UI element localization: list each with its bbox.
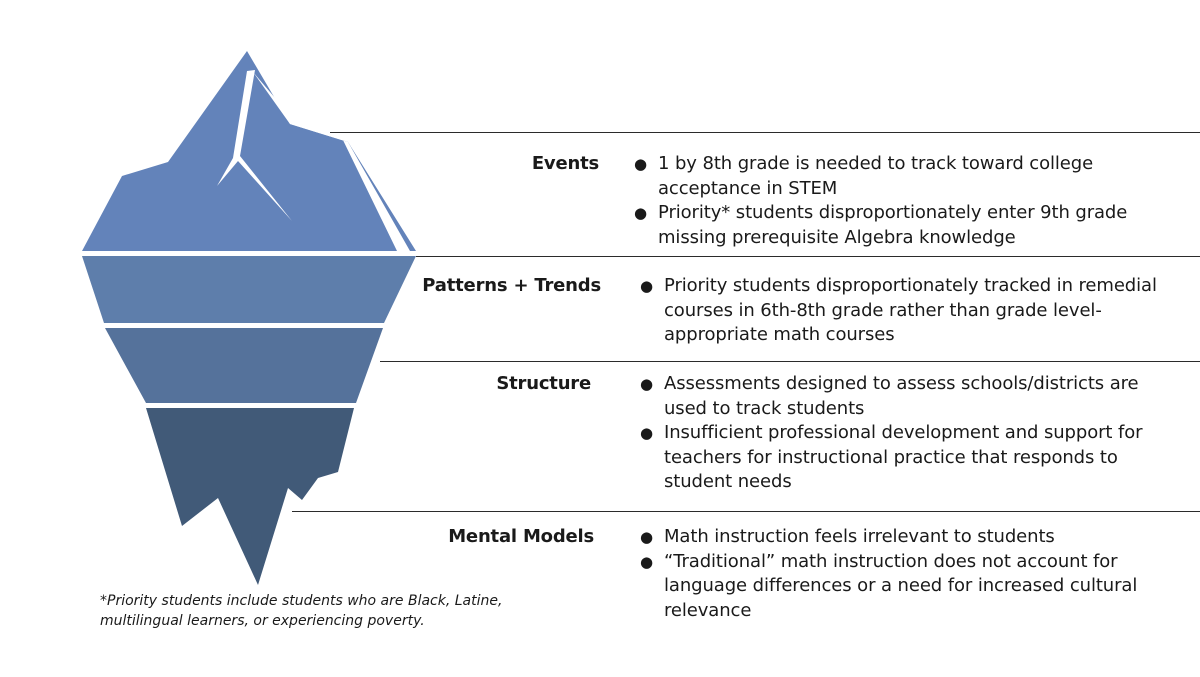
divider-patterns bbox=[416, 256, 1200, 257]
bullet-text: Insufficient professional development an… bbox=[664, 422, 1143, 492]
bullet-dot-icon: ● bbox=[634, 204, 647, 222]
list-item: ● Math instruction feels irrelevant to s… bbox=[640, 525, 1160, 550]
iceberg-diagram bbox=[82, 51, 416, 585]
level-label-structure: Structure bbox=[496, 373, 591, 394]
iceberg-band-structure bbox=[105, 328, 383, 403]
bullet-text: Assessments designed to assess schools/d… bbox=[664, 373, 1139, 419]
bullet-dot-icon: ● bbox=[640, 277, 653, 295]
list-item: ● “Traditional” math instruction does no… bbox=[640, 550, 1160, 624]
level-label-events: Events bbox=[531, 153, 599, 174]
iceberg-snow-ridge bbox=[253, 72, 410, 251]
list-item: ● Insufficient professional development … bbox=[640, 421, 1160, 495]
level-label-mental-models: Mental Models bbox=[448, 526, 594, 547]
bullet-list-mental-models: ● Math instruction feels irrelevant to s… bbox=[640, 525, 1160, 623]
list-item: ● Priority* students disproportionately … bbox=[634, 201, 1154, 250]
bullet-list-patterns-trends: ● Priority students disproportionately t… bbox=[640, 274, 1160, 348]
bullet-dot-icon: ● bbox=[634, 155, 647, 173]
bullet-dot-icon: ● bbox=[640, 528, 653, 546]
bullet-text: 1 by 8th grade is needed to track toward… bbox=[658, 153, 1094, 199]
bullet-text: Math instruction feels irrelevant to stu… bbox=[664, 526, 1055, 547]
list-item: ● 1 by 8th grade is needed to track towa… bbox=[634, 152, 1154, 201]
list-item: ● Assessments designed to assess schools… bbox=[640, 372, 1160, 421]
list-item: ● Priority students disproportionately t… bbox=[640, 274, 1160, 348]
iceberg-band-patterns bbox=[82, 256, 416, 323]
bullet-list-structure: ● Assessments designed to assess schools… bbox=[640, 372, 1160, 495]
divider-structure bbox=[380, 361, 1200, 362]
bullet-dot-icon: ● bbox=[640, 424, 653, 442]
bullet-list-events: ● 1 by 8th grade is needed to track towa… bbox=[634, 152, 1154, 250]
level-label-patterns-trends: Patterns + Trends bbox=[422, 275, 601, 296]
iceberg-bottom bbox=[146, 408, 354, 585]
bullet-dot-icon: ● bbox=[640, 552, 653, 571]
iceberg-tip bbox=[82, 51, 416, 251]
bullet-dot-icon: ● bbox=[640, 375, 653, 393]
divider-events bbox=[330, 132, 1200, 133]
bullet-text: “Traditional” math instruction does not … bbox=[664, 550, 1138, 621]
bullet-text: Priority* students disproportionately en… bbox=[658, 202, 1128, 248]
footnote: *Priority students include students who … bbox=[100, 593, 503, 629]
bullet-text: Priority students disproportionately tra… bbox=[664, 275, 1157, 345]
divider-mental-models bbox=[292, 511, 1200, 512]
